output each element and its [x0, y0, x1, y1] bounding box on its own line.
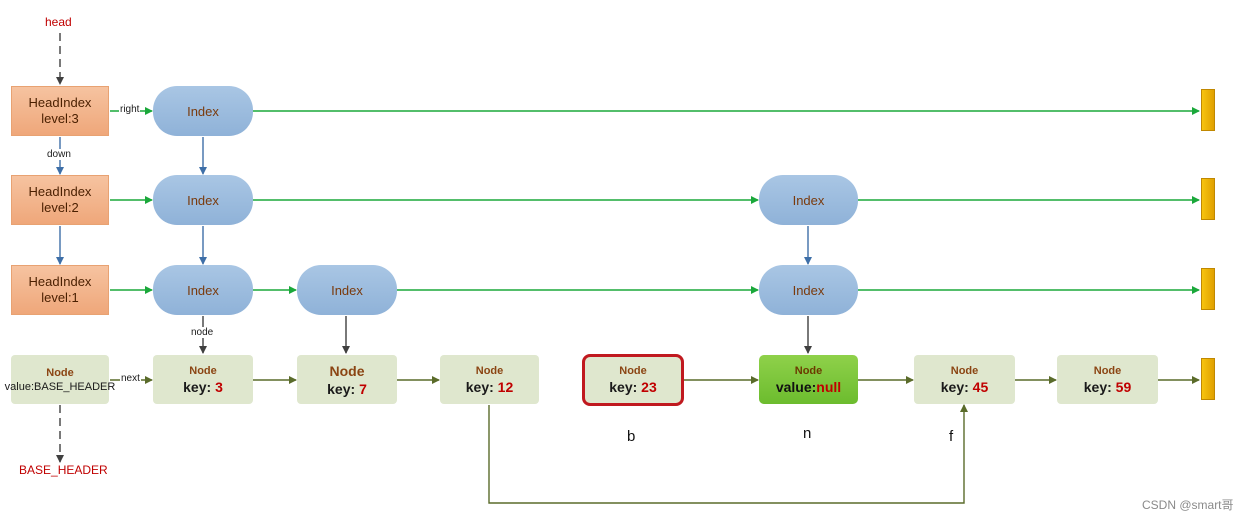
node-label: node — [190, 327, 215, 338]
index-l1-c: Index — [759, 265, 858, 315]
index-l3-a: Index — [153, 86, 253, 136]
index-label: Index — [792, 192, 825, 208]
node-key-59: Node key: 59 — [1057, 355, 1158, 404]
node-key-label: key: — [940, 378, 969, 395]
index-label: Index — [187, 192, 219, 208]
base-header-label: BASE_HEADER — [19, 463, 108, 477]
node-key-23-b: Node key: 23 — [582, 354, 684, 406]
head-index-title: HeadIndex — [28, 95, 92, 110]
head-index-title: HeadIndex — [28, 184, 92, 199]
next-label: next — [120, 373, 141, 384]
node-key-7: Node key: 7 — [297, 355, 397, 404]
node-title: Node — [619, 365, 647, 377]
node-title: Node — [475, 364, 504, 377]
index-l2-b: Index — [759, 175, 858, 225]
index-l2-a: Index — [153, 175, 253, 225]
head-index-title: HeadIndex — [28, 274, 92, 289]
node-title: Node — [794, 364, 823, 377]
tail-marker-l3 — [1201, 89, 1215, 131]
node-key-12: Node key: 12 — [440, 355, 539, 404]
node-key-value: 45 — [972, 378, 989, 395]
node-key-value: 23 — [641, 379, 657, 395]
node-key-value: 7 — [359, 380, 367, 397]
right-label: right — [119, 104, 141, 115]
index-label: Index — [331, 282, 363, 298]
head-label: head — [45, 15, 72, 29]
watermark: CSDN @smart哥 — [1142, 498, 1234, 512]
bypass-link-arrow — [488, 404, 968, 504]
index-label: Index — [187, 282, 219, 298]
head-index-level-3: HeadIndex level:3 — [11, 86, 109, 136]
node-key-label: key: — [465, 378, 494, 395]
node-title: Node — [1093, 364, 1122, 377]
tail-marker-base — [1201, 358, 1215, 400]
node-key-label: key: — [183, 378, 212, 395]
node-title: Node — [46, 366, 74, 379]
head-index-level-1: HeadIndex level:1 — [11, 265, 109, 315]
var-n-label: n — [803, 425, 812, 442]
head-index-level: level:3 — [41, 111, 79, 126]
node-key-value: 3 — [215, 378, 223, 395]
tail-marker-l2 — [1201, 178, 1215, 220]
node-key-value: 59 — [1115, 378, 1132, 395]
index-label: Index — [792, 282, 825, 298]
head-index-level: level:1 — [41, 290, 79, 305]
var-b-label: b — [627, 428, 636, 445]
index-l1-a: Index — [153, 265, 253, 315]
node-key-label: key: — [327, 380, 356, 397]
node-key-3: Node key: 3 — [153, 355, 253, 404]
head-index-level-2: HeadIndex level:2 — [11, 175, 109, 225]
node-key-label: key: — [609, 379, 638, 395]
node-title: Node — [329, 362, 365, 379]
index-l1-b: Index — [297, 265, 397, 315]
head-index-level: level:2 — [41, 200, 79, 215]
node-title: Node — [950, 364, 979, 377]
node-key-value: 12 — [497, 378, 514, 395]
node-value-null-n: Node value:null — [759, 355, 858, 404]
down-label: down — [46, 149, 72, 160]
node-value: value:BASE_HEADER — [4, 380, 116, 393]
node-title: Node — [189, 364, 217, 377]
node-key-value: null — [816, 378, 842, 395]
var-f-label: f — [949, 428, 954, 445]
node-key-label: value: — [775, 378, 817, 395]
node-key-label: key: — [1083, 378, 1112, 395]
index-label: Index — [187, 103, 219, 119]
base-header-node: Node value:BASE_HEADER — [5, 355, 115, 404]
tail-marker-l1 — [1201, 268, 1215, 310]
node-key-45-f: Node key: 45 — [914, 355, 1015, 404]
